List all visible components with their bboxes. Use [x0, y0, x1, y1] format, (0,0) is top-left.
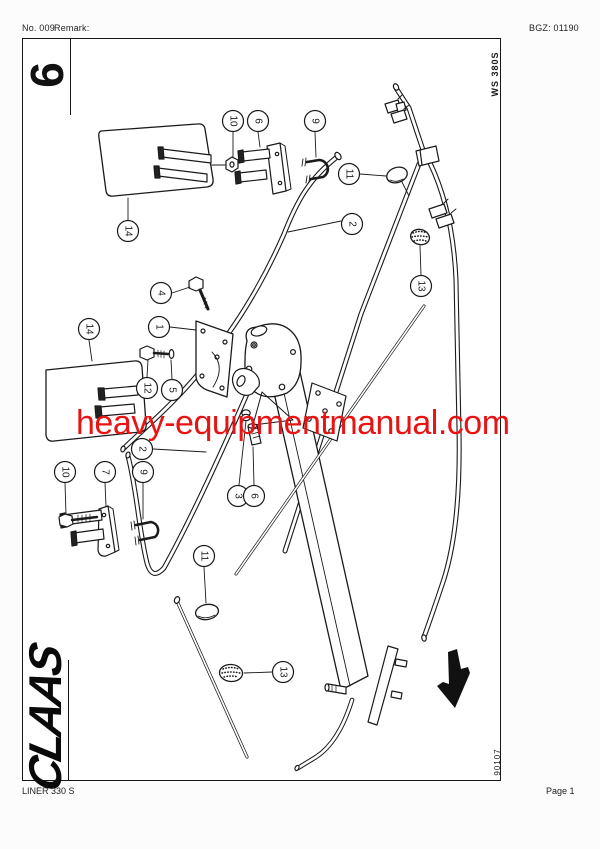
svg-text:14: 14	[123, 225, 134, 237]
svg-text:1: 1	[154, 324, 165, 330]
svg-text:12: 12	[142, 382, 153, 394]
part-clamp-top	[384, 94, 410, 124]
svg-text:6: 6	[253, 118, 264, 124]
part-panel-14-top	[98, 123, 227, 197]
part-bracket-6-top	[234, 142, 292, 195]
claas-divider-line	[68, 660, 70, 781]
part-cap-11-bottom	[194, 603, 220, 621]
part-bolt-10-left	[58, 513, 99, 528]
callout-11-bottom: 11	[192, 544, 216, 604]
part-cap-11-right	[386, 166, 410, 197]
doc-number: No. 009	[22, 23, 55, 33]
part-clamp-mid	[428, 198, 457, 229]
callout-12: 12	[135, 359, 159, 400]
part-bolt-4	[188, 276, 210, 311]
callout-7: 7	[93, 460, 117, 507]
callout-6-center: 6	[242, 446, 266, 508]
exploded-parts-diagram: 10 6 9 14 11 2 13 4 1 14 12 5 2 10 7 9 3…	[45, 83, 470, 772]
svg-text:13: 13	[416, 280, 427, 292]
remark-label: Remark:	[54, 23, 90, 33]
callout-2-right: 2	[287, 212, 364, 236]
part-cap-13-right	[409, 228, 431, 246]
svg-text:10: 10	[228, 115, 239, 127]
part-nut-3	[241, 409, 251, 422]
part-bolt-12	[139, 345, 170, 361]
callout-14-top: 14	[116, 197, 140, 243]
part-ubolt-9-left	[130, 520, 160, 546]
part-pivot-housing	[231, 323, 347, 442]
part-main-beam	[267, 353, 408, 772]
svg-text:9: 9	[138, 469, 149, 475]
svg-text:11: 11	[344, 169, 355, 180]
callout-3: 3	[226, 420, 250, 508]
part-mount-bracket	[195, 320, 234, 398]
callout-10-top: 10	[221, 109, 245, 159]
callout-9-left: 9	[131, 460, 155, 520]
callouts: 10 6 9 14 11 2 13 4 1 14 12 5 2 10 7 9 3…	[53, 109, 433, 684]
part-ubolt-9-top	[301, 157, 330, 184]
svg-text:7: 7	[100, 469, 111, 475]
part-guard-tube-left	[125, 335, 274, 576]
callout-11-right: 11	[337, 162, 387, 186]
svg-text:6: 6	[249, 493, 260, 499]
bgz-number: BGZ: 01190	[529, 23, 579, 33]
callout-2-left: 2	[130, 437, 207, 461]
part-sleeve-6	[247, 423, 262, 446]
part-washer-5	[168, 349, 175, 360]
svg-text:2: 2	[347, 221, 358, 227]
part-panel-14-left	[45, 360, 147, 442]
callout-4: 4	[149, 281, 191, 305]
svg-text:10: 10	[60, 466, 71, 478]
svg-text:2: 2	[137, 446, 148, 452]
svg-text:13: 13	[278, 666, 289, 678]
page-number: Page 1	[546, 786, 575, 796]
svg-text:4: 4	[156, 290, 167, 296]
model-name: LINER 330 S	[22, 786, 75, 796]
part-guard-tube-right	[120, 151, 342, 453]
section-divider-line	[70, 39, 72, 115]
callout-14-left: 14	[77, 317, 101, 362]
svg-text:5: 5	[167, 387, 178, 393]
callout-13-right: 13	[409, 245, 433, 298]
part-cap-13-bottom	[218, 663, 244, 683]
callout-6-top: 6	[246, 109, 270, 148]
svg-text:9: 9	[310, 118, 321, 124]
svg-text:11: 11	[199, 551, 210, 562]
svg-text:3: 3	[233, 493, 244, 499]
part-tine-rods	[173, 304, 426, 759]
callout-1: 1	[147, 315, 197, 339]
callout-9-top: 9	[303, 109, 327, 158]
svg-text:14: 14	[84, 323, 95, 335]
callout-5: 5	[160, 359, 184, 402]
callout-10-left: 10	[53, 460, 77, 515]
callout-13-bottom: 13	[243, 660, 295, 684]
direction-arrow-icon	[437, 649, 470, 708]
part-nut-10-top	[225, 156, 239, 173]
part-bracket-7	[59, 505, 120, 557]
watermark: heavy-equipmentmanual.com	[76, 404, 510, 442]
